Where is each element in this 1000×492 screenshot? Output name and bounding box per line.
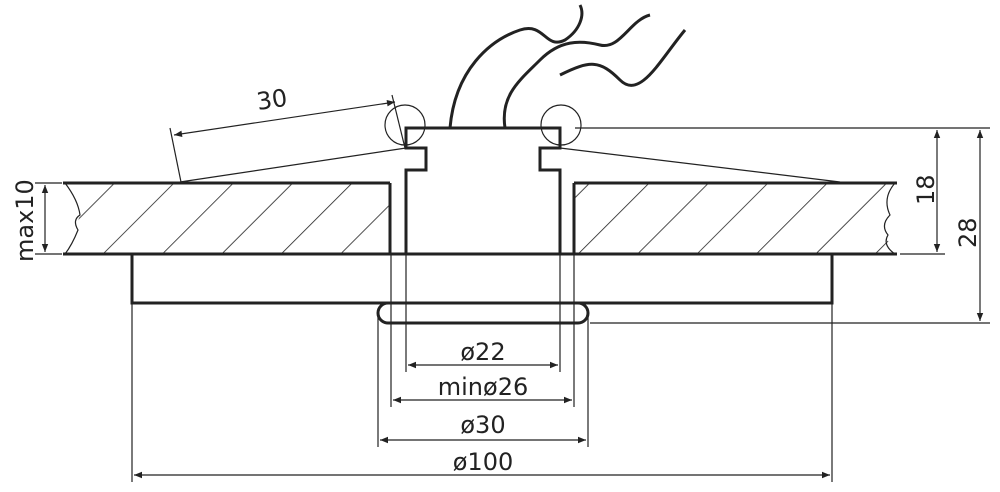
dimension-30: 30 <box>169 84 406 183</box>
ceiling-slab <box>63 181 897 256</box>
dimension-max10: max10 <box>11 179 62 262</box>
dim-18-label: 18 <box>912 174 940 205</box>
fixture-flange <box>130 252 834 305</box>
fixture-body <box>404 126 562 254</box>
dimension-18: 18 <box>575 127 990 255</box>
dimension-min-d26: minø26 <box>393 373 572 404</box>
dim-min-d26-label: minø26 <box>438 373 528 401</box>
dim-28-label: 28 <box>954 217 982 248</box>
wires <box>448 4 687 129</box>
dim-max10-label: max10 <box>11 179 39 262</box>
dim-d22-label: ø22 <box>460 338 505 366</box>
dim-30-label: 30 <box>255 84 289 116</box>
dim-d100-label: ø100 <box>453 448 514 476</box>
dimension-d22: ø22 <box>408 338 558 369</box>
dimension-28: 28 <box>590 130 990 324</box>
dimension-d30: ø30 <box>380 411 586 444</box>
extension-lines <box>131 254 833 482</box>
spring-clip-right <box>540 104 582 146</box>
dim-d30-label: ø30 <box>460 411 505 439</box>
dimension-d100: ø100 <box>134 448 830 479</box>
fixture-lens <box>376 301 590 325</box>
